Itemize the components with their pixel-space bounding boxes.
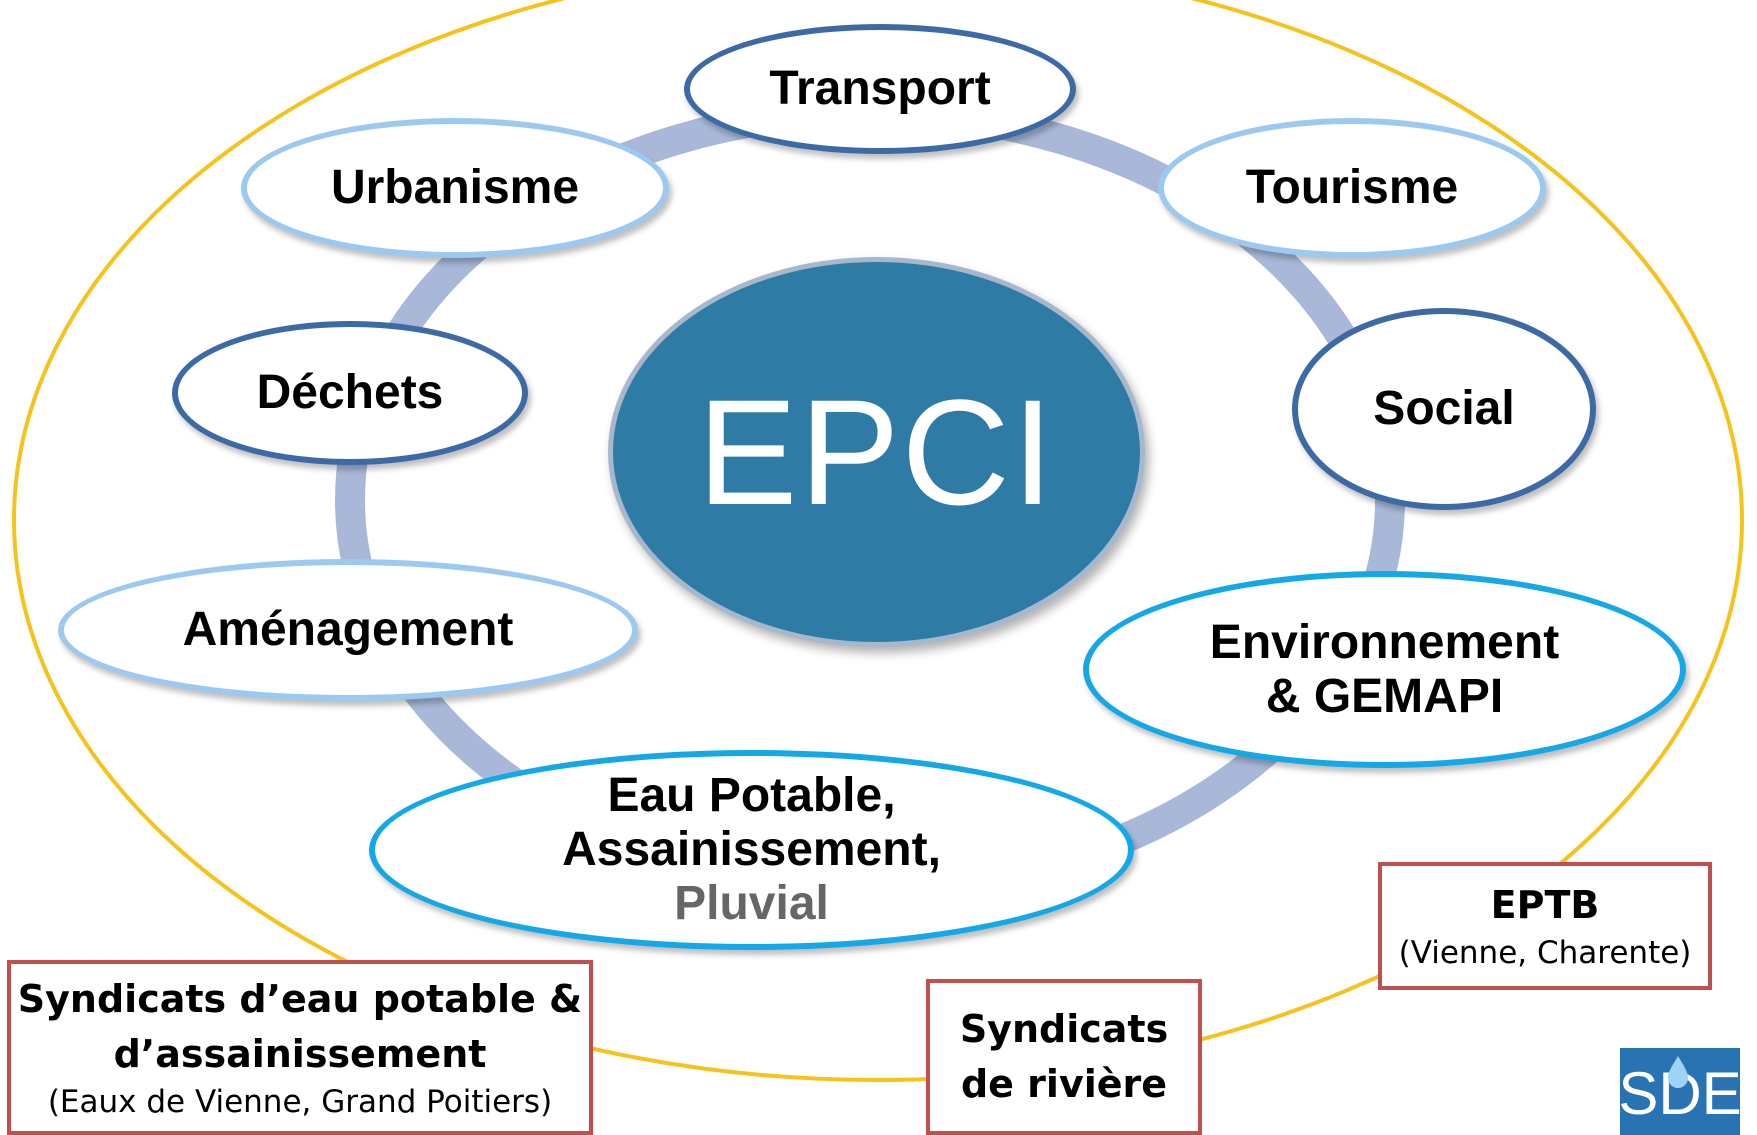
syndicats-riviere-line-2: de rivière <box>960 1062 1168 1106</box>
amenagement-label: Aménagement <box>182 603 514 657</box>
syndicats-eau-title-line-2: d’assainissement <box>113 1032 487 1077</box>
urbanisme-label: Urbanisme <box>330 161 580 215</box>
syndicats-riviere-line-1: Syndicats <box>959 1006 1169 1051</box>
environnement-gemapi-oval: Environnement & GEMAPI <box>1083 571 1686 768</box>
amenagement-oval: Aménagement <box>58 559 638 701</box>
tourisme-label: Tourisme <box>1245 161 1459 215</box>
eptb-title: EPTB <box>1490 883 1600 928</box>
eau-line-1: Eau Potable, <box>607 769 896 823</box>
epci-label: EPCI <box>697 367 1056 536</box>
social-oval: Social <box>1292 308 1596 510</box>
dechets-oval: Déchets <box>172 321 528 465</box>
transport-label: Transport <box>769 62 991 116</box>
transport-oval: Transport <box>684 24 1076 154</box>
environnement-line-1: Environnement <box>1209 615 1560 669</box>
eau-line-3: Pluvial <box>674 876 829 930</box>
syndicats-riviere-box: Syndicats de rivière <box>926 979 1202 1135</box>
eptb-note: (Vienne, Charente) <box>1398 935 1692 972</box>
eau-line-2: Assainissement, <box>562 823 941 877</box>
urbanisme-oval: Urbanisme <box>241 118 669 258</box>
social-label: Social <box>1373 382 1515 436</box>
environnement-line-2: & GEMAPI <box>1265 669 1504 723</box>
epci-center-oval: EPCI <box>608 257 1145 647</box>
dechets-label: Déchets <box>256 366 444 420</box>
eptb-box: EPTB (Vienne, Charente) <box>1378 862 1712 990</box>
environnement-gemapi-label: Environnement & GEMAPI <box>1210 616 1559 724</box>
sde-logo: SDE <box>1620 1048 1740 1135</box>
syndicats-eau-note: (Eaux de Vienne, Grand Poitiers) <box>47 1084 553 1121</box>
eau-assainissement-pluvial-oval: Eau Potable, Assainissement, Pluvial <box>369 750 1134 950</box>
tourisme-oval: Tourisme <box>1158 118 1546 258</box>
outer-ring <box>12 0 1744 1082</box>
eau-assainissement-pluvial-label: Eau Potable, Assainissement, Pluvial <box>562 769 941 930</box>
syndicats-eau-box: Syndicats d’eau potable & d’assainisseme… <box>7 960 593 1135</box>
syndicats-eau-title-line-1: Syndicats d’eau potable & <box>17 977 583 1022</box>
